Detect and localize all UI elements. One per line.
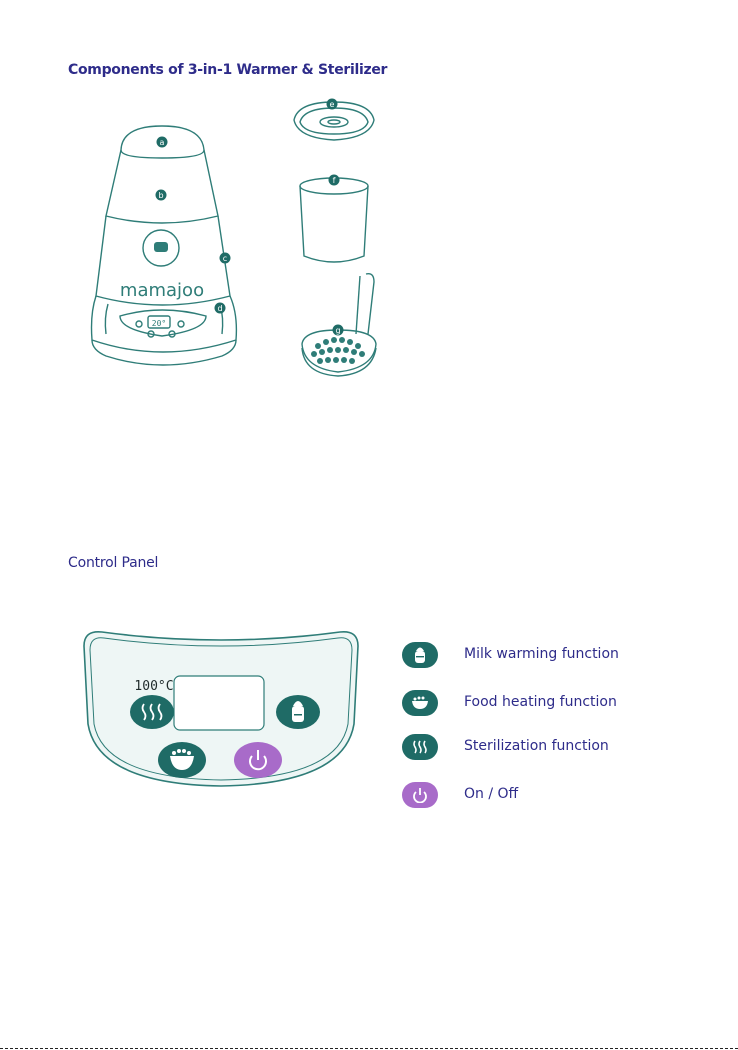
svg-text:b: b <box>158 191 163 200</box>
part-label-a: a <box>157 137 168 148</box>
control-panel-heading: Control Panel <box>68 555 158 571</box>
steam-icon <box>402 734 438 760</box>
part-label-c: c <box>220 253 231 264</box>
legend-label: On / Off <box>464 786 518 802</box>
center-button-icon <box>154 242 168 252</box>
cup-illustration: f <box>294 172 374 270</box>
temperature-readout: 100°C <box>134 679 173 694</box>
lid-illustration: e <box>288 92 380 150</box>
sterilize-button[interactable] <box>130 695 174 729</box>
power-button[interactable] <box>234 742 282 778</box>
food-heating-button[interactable] <box>158 742 206 778</box>
legend-label: Sterilization function <box>464 738 609 754</box>
basket-holes <box>311 337 365 364</box>
svg-text:g: g <box>335 326 340 335</box>
svg-text:f: f <box>333 176 336 185</box>
power-icon <box>402 782 438 808</box>
legend-item-on-off: On / Off <box>402 782 722 812</box>
bottle-icon <box>402 642 438 668</box>
legend-item-sterilization: Sterilization function <box>402 734 722 764</box>
warmer-illustration: a b c d mamajoo 20° <box>84 118 244 374</box>
basket-illustration: g <box>294 268 384 380</box>
part-label-b: b <box>156 190 167 201</box>
brand-logo: mamajoo <box>120 280 204 301</box>
page-footer-line <box>0 1048 738 1049</box>
svg-text:c: c <box>223 254 227 263</box>
legend-label: Milk warming function <box>464 646 619 662</box>
milk-warming-button[interactable] <box>276 695 320 729</box>
svg-text:a: a <box>160 138 165 147</box>
control-panel-diagram: 100°C <box>78 626 364 792</box>
part-label-f: f <box>329 175 340 186</box>
page-title: Components of 3-in-1 Warmer & Sterilizer <box>68 62 387 78</box>
device-display: 20° <box>152 319 166 328</box>
bowl-icon <box>402 690 438 716</box>
legend-label: Food heating function <box>464 694 617 710</box>
svg-text:e: e <box>330 100 335 109</box>
svg-text:d: d <box>217 304 222 313</box>
part-label-g: g <box>333 325 344 336</box>
legend-item-food-heating: Food heating function <box>402 690 722 720</box>
panel-display <box>174 676 264 730</box>
part-label-e: e <box>327 99 338 110</box>
part-label-d: d <box>215 303 226 314</box>
legend-item-milk-warming: Milk warming function <box>402 642 722 672</box>
